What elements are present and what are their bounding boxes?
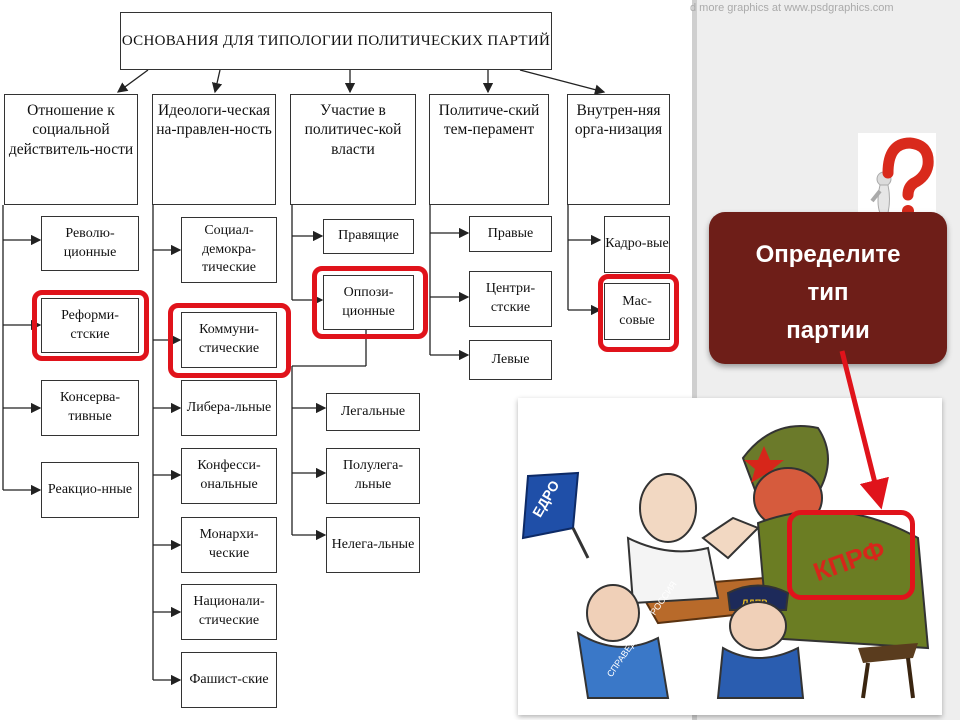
callout-line-3: партии: [786, 317, 870, 344]
diagram-title: ОСНОВАНИЯ ДЛЯ ТИПОЛОГИИ ПОЛИТИЧЕСКИХ ПАР…: [120, 12, 552, 70]
item-revolutionary: Револю-ционные: [41, 216, 139, 271]
header-ideology: Идеологи-ческая на-правлен-ность: [152, 94, 276, 205]
item-reactionary: Реакцио-нные: [41, 462, 139, 518]
cartoon-illustration: ЕДРО КПРФ СПРАВЕДЛИВАЯ РОССИЯ ЛДПР: [518, 398, 942, 715]
header-social-attitude: Отношение к социальной действитель-ности: [4, 94, 138, 205]
header-temperament: Политиче-ский тем-перамент: [429, 94, 549, 205]
item-cadre: Кадро-вые: [604, 216, 670, 273]
highlight-shirt: [787, 510, 915, 600]
highlight-reformist: [32, 290, 149, 361]
item-ruling: Правящие: [323, 219, 414, 254]
highlight-mass: [598, 274, 679, 352]
callout-line-1: Определите: [755, 241, 901, 268]
item-reformist: Реформи-стские: [41, 298, 139, 353]
item-communist: Коммуни-стические: [181, 312, 277, 368]
item-centrist: Центри-стские: [469, 271, 552, 327]
item-conservative: Консерва-тивные: [41, 380, 139, 436]
panel-edge: [692, 0, 700, 720]
item-semi-legal: Полулега-льные: [326, 448, 420, 504]
question-figure-icon: [858, 133, 936, 223]
watermark: d more graphics at www.psdgraphics.com: [690, 2, 894, 14]
connector-lines: [2, 69, 606, 686]
header-power-participation: Участие в политичес-кой власти: [290, 94, 416, 205]
item-monarchist: Монархи-ческие: [181, 517, 277, 573]
pointer-arrow-icon: [839, 350, 889, 510]
highlight-communist: [168, 303, 291, 378]
item-liberal: Либера-льные: [181, 380, 277, 436]
item-social-democratic: Социал-демокра-тические: [181, 217, 277, 283]
item-left: Левые: [469, 340, 552, 380]
item-nationalist: Национали-стические: [181, 584, 277, 640]
item-illegal: Нелега-льные: [326, 517, 420, 573]
item-opposition: Оппози-ционные: [323, 275, 414, 330]
item-fascist: Фашист-ские: [181, 652, 277, 708]
header-organization: Внутрен-няя орга-низация: [567, 94, 670, 205]
item-legal: Легальные: [326, 393, 420, 431]
item-right: Правые: [469, 216, 552, 252]
callout-line-2: тип: [807, 279, 849, 306]
item-mass: Мас-совые: [604, 283, 670, 340]
callout-box: [709, 212, 947, 364]
callout-text: Определите тип партии: [709, 236, 947, 350]
item-confessional: Конфесси-ональные: [181, 448, 277, 504]
highlight-opposition: [312, 266, 428, 339]
